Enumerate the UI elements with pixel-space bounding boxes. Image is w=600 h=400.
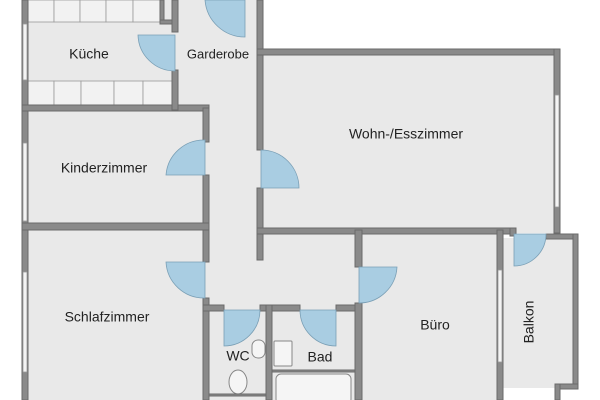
walls [21, 0, 579, 400]
window [497, 269, 503, 363]
fixtures [208, 339, 356, 400]
door-buero [358, 266, 398, 304]
room-label-balkon: Balkon [521, 301, 537, 344]
toilet-icon [228, 369, 248, 395]
door-wohnzimmer [260, 149, 300, 189]
door-kinderzimmer [165, 139, 206, 176]
kitchen-cabinets [27, 0, 175, 107]
wc-sink-icon [251, 339, 266, 359]
room-label-wc: WC [226, 348, 249, 364]
door-balkon [513, 233, 547, 267]
bad-sink-icon [273, 340, 293, 367]
room-label-kueche: Küche [69, 46, 109, 62]
door-garderobe [204, 0, 246, 38]
window [22, 142, 28, 222]
window [22, 23, 28, 81]
room-label-kinderzimmer: Kinderzimmer [61, 160, 148, 176]
door-wc [223, 309, 261, 347]
room-label-wohn: Wohn-/Esszimmer [349, 126, 463, 142]
door-bad [299, 309, 337, 347]
room-label-schlafzimmer: Schlafzimmer [65, 309, 150, 325]
door-schlafzimmer [165, 261, 206, 299]
door-kueche [137, 34, 176, 72]
room-label-bad: Bad [308, 349, 333, 365]
doors [137, 0, 547, 347]
window [554, 94, 560, 208]
room-label-buero: Büro [420, 317, 450, 333]
bathtub-icon [275, 373, 352, 400]
room-label-garderobe: Garderobe [187, 46, 249, 61]
room-labels: Küche Garderobe Wohn-/Esszimmer Kinderzi… [61, 46, 537, 365]
floors [28, 0, 575, 400]
window [22, 271, 28, 373]
